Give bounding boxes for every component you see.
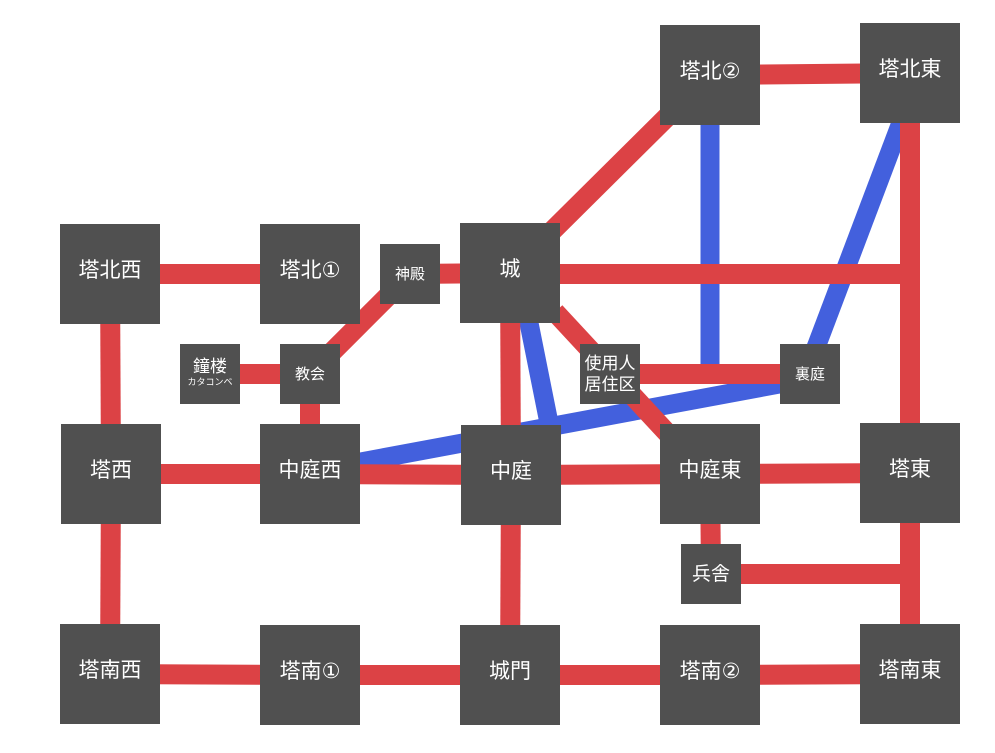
room-barracks[interactable]: 兵舎 [681,544,741,604]
room-label: 中庭 [490,459,532,483]
room-box [780,344,840,404]
room-box [660,625,760,725]
room-box [580,344,640,404]
room-tower_n2[interactable]: 塔北② [660,25,760,125]
room-tower_s2[interactable]: 塔南② [660,625,760,725]
room-box [460,223,560,323]
room-castle[interactable]: 城 [460,223,560,323]
secret-path-tower_ne-backyard [806,116,911,354]
room-sublabel: 居住区 [585,375,636,395]
room-label: 塔北② [680,59,741,83]
room-box [280,344,340,404]
room-tower_n1[interactable]: 塔北① [260,224,360,324]
room-label: 塔南① [280,659,341,683]
room-box [180,344,240,404]
room-church[interactable]: 教会 [280,344,340,404]
room-label: 兵舎 [692,563,730,585]
room-box [681,544,741,604]
room-tower_nw[interactable]: 塔北西 [60,224,160,324]
secret-path-castle-court_w_backyard_link [518,316,560,430]
room-box [60,224,160,324]
room-label: 塔北① [280,258,341,282]
room-box [461,425,561,525]
room-tower_se[interactable]: 塔南東 [860,624,960,724]
room-label: 塔南西 [79,658,142,682]
room-label: 神殿 [395,265,425,283]
room-label: 教会 [295,365,325,383]
room-box [60,624,160,724]
room-shrine[interactable]: 神殿 [380,244,440,304]
room-box [260,625,360,725]
room-box [860,23,960,123]
room-box [660,424,760,524]
room-label: 中庭西 [279,458,342,482]
room-label: 塔北西 [79,258,142,282]
room-box [660,25,760,125]
room-label: 裏庭 [795,365,825,383]
room-tower_sw[interactable]: 塔南西 [60,624,160,724]
room-label: 城門 [489,659,531,683]
room-label: 鐘楼 [193,357,227,377]
room-gate[interactable]: 城門 [460,625,560,725]
room-tower_w[interactable]: 塔西 [61,424,161,524]
room-backyard[interactable]: 裏庭 [780,344,840,404]
room-tower_ne[interactable]: 塔北東 [860,23,960,123]
room-label: 城 [500,257,521,281]
room-court_w[interactable]: 中庭西 [260,424,360,524]
room-box [460,625,560,725]
room-tower_s1[interactable]: 塔南① [260,625,360,725]
room-label: 塔西 [90,458,132,482]
room-box [260,224,360,324]
room-box [61,424,161,524]
room-sublabel: カタコンベ [187,377,232,388]
secret-path-court_w-backyard [348,372,792,474]
room-label: 塔南東 [879,658,942,682]
room-court[interactable]: 中庭 [461,425,561,525]
room-label: 塔北東 [879,57,942,81]
room-label: 中庭東 [679,458,742,482]
path-castle-tower_n2 [537,104,680,246]
room-label: 塔南② [680,659,741,683]
room-court_e[interactable]: 中庭東 [660,424,760,524]
room-box [860,624,960,724]
room-box [380,244,440,304]
room-box [260,424,360,524]
room-tower_e[interactable]: 塔東 [860,423,960,523]
room-label: 塔東 [889,457,931,481]
room-label: 使用人 [585,353,636,374]
room-box [860,423,960,523]
